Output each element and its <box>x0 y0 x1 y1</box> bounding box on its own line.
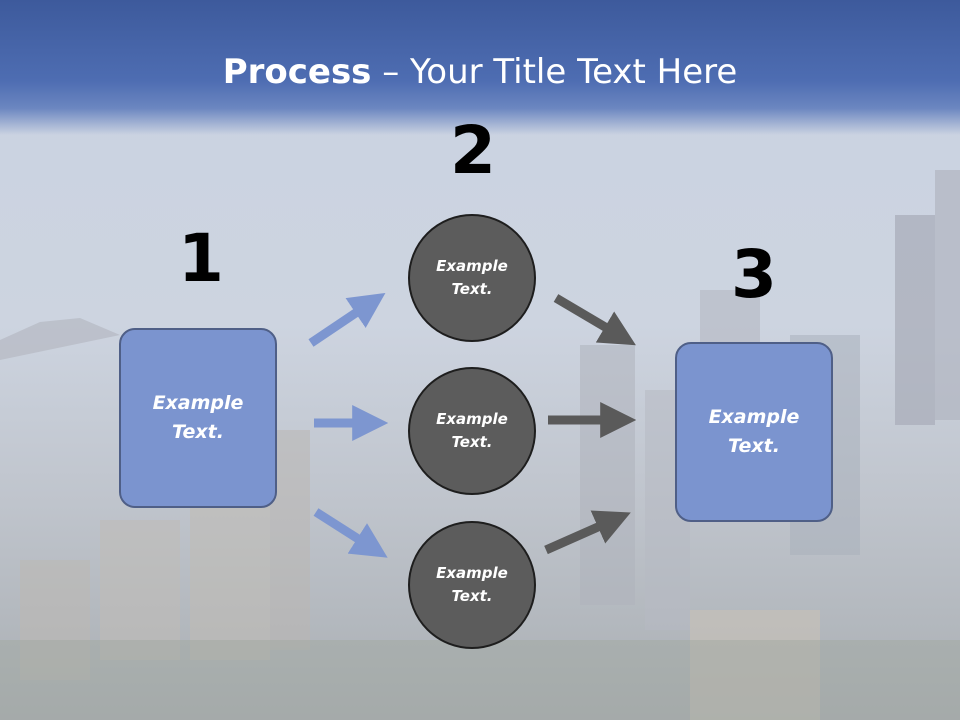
circle-top-line1: Example <box>436 257 508 275</box>
blue-arrow-down <box>313 508 388 558</box>
step-1-box-line2: Text. <box>172 421 224 443</box>
blue-arrow-up <box>308 292 386 347</box>
step-2-circle-top: Example Text. <box>408 214 536 342</box>
circle-middle-line1: Example <box>436 410 508 428</box>
step-1-box: Example Text. <box>119 328 277 508</box>
title-rest: – Your Title Text Here <box>371 52 738 92</box>
step-number-1: 1 <box>178 220 224 297</box>
step-number-2: 2 <box>450 112 496 189</box>
gray-arrow-up <box>544 510 631 555</box>
step-2-circle-middle: Example Text. <box>408 367 536 495</box>
step-3-box-line1: Example <box>708 406 800 428</box>
circle-bottom-line1: Example <box>436 564 508 582</box>
circle-top-line2: Text. <box>451 280 493 298</box>
step-1-box-line1: Example <box>152 392 244 414</box>
step-3-box-line2: Text. <box>728 435 780 457</box>
step-number-3: 3 <box>731 236 777 313</box>
gray-arrow-down <box>553 294 636 346</box>
page-title: Process – Your Title Text Here <box>0 52 960 92</box>
step-2-circle-bottom: Example Text. <box>408 521 536 649</box>
circle-bottom-line2: Text. <box>451 587 493 605</box>
circle-middle-line2: Text. <box>451 433 493 451</box>
step-3-box: Example Text. <box>675 342 833 522</box>
title-bold: Process <box>222 52 372 92</box>
title-bar <box>0 0 960 135</box>
